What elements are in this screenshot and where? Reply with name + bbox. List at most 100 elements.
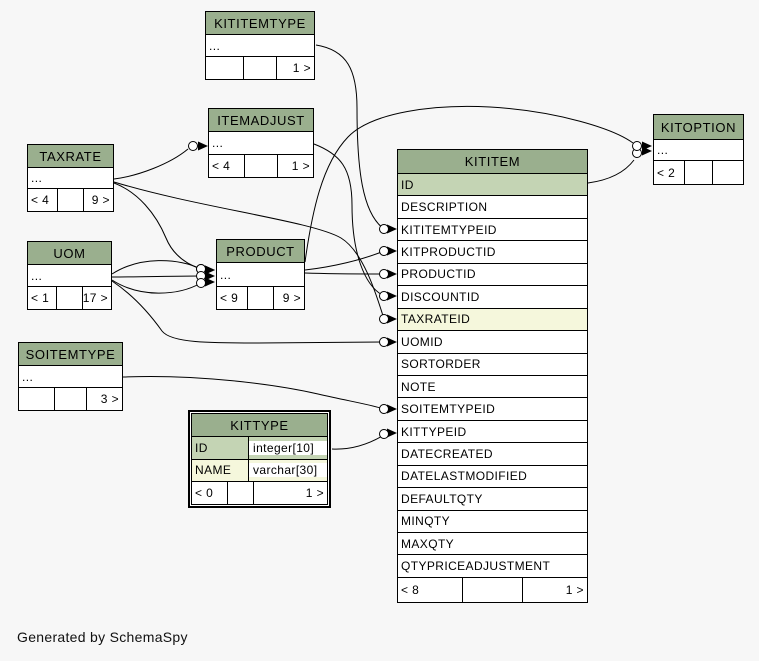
column-name: DESCRIPTION (401, 200, 488, 215)
table-UOM[interactable]: UOM... < 1 17 > (27, 241, 112, 310)
column-name: DATECREATED (401, 446, 493, 461)
edge-KITITEMTYPE->KITITEM.KITITEMTYPEID (315, 44, 397, 234)
column-row-SOITEMTYPE-: ... (19, 365, 122, 387)
cardinality-circle-icon (379, 246, 389, 256)
footer-cell-left: < 4 (212, 159, 231, 173)
footer-cell-right: 17 > (82, 291, 108, 305)
cardinality-circle-icon (188, 141, 198, 151)
arrowhead-icon (205, 277, 215, 287)
footer-cell-right: 9 > (91, 193, 110, 207)
table-header-TAXRATE[interactable]: TAXRATE (28, 145, 113, 167)
arrowhead-icon (387, 404, 397, 414)
table-KITITEMTYPE[interactable]: KITITEMTYPE... 1 > (205, 11, 315, 80)
table-SOITEMTYPE[interactable]: SOITEMTYPE...3 > (18, 342, 123, 411)
column-name: ... (31, 171, 43, 185)
column-row-KITITEM-KITITEMTYPEID: KITITEMTYPEID (398, 217, 587, 241)
column-row-KITITEMTYPE-: ... (206, 34, 314, 56)
edge-PRODUCT->KITOPTION (304, 105, 652, 263)
cardinality-circle-icon (379, 337, 389, 347)
column-name: ... (22, 369, 34, 384)
column-name: ID (401, 177, 414, 192)
table-header-KITITEM[interactable]: KITITEM (398, 150, 587, 173)
edge-PRODUCT->KITITEM.KITPRODUCTID (304, 246, 397, 271)
column-row-KITITEM-SORTORDER: SORTORDER (398, 352, 587, 375)
cardinality-circle-icon (379, 404, 389, 414)
column-row-UOM-: ... (28, 264, 111, 286)
edge-UOM->KITITEM.UOMID (111, 280, 397, 347)
column-row-ITEMADJUST-: ... (209, 131, 313, 154)
footer-cell-right: 1 > (565, 582, 584, 597)
table-header-SOITEMTYPE[interactable]: SOITEMTYPE (19, 343, 122, 365)
table-KITOPTION[interactable]: KITOPTION...< 2 (653, 114, 744, 185)
edge-UOM->PRODUCT (111, 260, 215, 275)
footer-cell-left: < 0 (195, 486, 214, 500)
column-name: DEFAULTQTY (401, 491, 483, 506)
column-row-KITITEM-UOMID: UOMID (398, 330, 587, 353)
footer-cell-mid (54, 388, 87, 410)
column-name: NOTE (401, 379, 436, 394)
arrowhead-icon (387, 269, 397, 279)
cardinality-circle-icon (379, 314, 389, 324)
footer-cell-mid (56, 189, 85, 211)
cardinality-circle-icon (379, 224, 389, 234)
footer-cell-left: < 8 (401, 582, 420, 597)
edge-KITTYPE->KITITEM.KITTYPEID (331, 428, 397, 450)
arrowhead-icon (205, 271, 215, 281)
column-name: ... (220, 267, 232, 282)
edge-PRODUCT->KITITEM.PRODUCTID (304, 269, 397, 279)
column-row-KITITEM-DISCOUNTID: DISCOUNTID (398, 285, 587, 308)
column-row-KITITEM-DATELASTMODIFIED: DATELASTMODIFIED (398, 464, 587, 488)
footer-cell-mid (244, 155, 278, 177)
column-row-PRODUCT-: ... (217, 262, 304, 286)
table-header-UOM[interactable]: UOM (28, 242, 111, 264)
column-row-KITITEM-DESCRIPTION: DESCRIPTION (398, 195, 587, 218)
arrowhead-icon (387, 224, 397, 234)
degree-footer-KITITEM: < 8 1 > (398, 576, 587, 602)
footer-cell-left (19, 388, 54, 410)
footer-cell-right: 9 > (282, 291, 301, 305)
column-name: UOMID (401, 334, 443, 349)
column-name: PRODUCTID (401, 267, 476, 282)
column-row-KITITEM-MINQTY: MINQTY (398, 509, 587, 532)
column-row-KITITEM-TAXRATEID: TAXRATEID (398, 307, 587, 331)
table-header-KITITEMTYPE[interactable]: KITITEMTYPE (206, 12, 314, 34)
column-name: QTYPRICEADJUSTMENT (401, 559, 551, 574)
column-row-KITITEM-DATECREATED: DATECREATED (398, 442, 587, 465)
column-row-TAXRATE-: ... (28, 167, 113, 188)
column-name: ... (209, 38, 221, 53)
edge-SOITEMTYPE->KITITEM.SOITEMTYPEID (122, 375, 397, 414)
arrowhead-icon (198, 141, 208, 151)
table-header-PRODUCT[interactable]: PRODUCT (217, 240, 304, 262)
column-name: ... (212, 136, 224, 150)
table-header-KITTYPE[interactable]: KITTYPE (192, 414, 327, 436)
generator-credit: Generated by SchemaSpy (17, 629, 188, 645)
footer-cell-left: < 1 (31, 291, 50, 305)
column-name: SOITEMTYPEID (401, 402, 496, 417)
table-header-ITEMADJUST[interactable]: ITEMADJUST (209, 109, 313, 131)
footer-cell-mid (684, 161, 713, 184)
column-name: SORTORDER (401, 357, 481, 372)
column-name: DATELASTMODIFIED (401, 469, 528, 484)
table-KITITEM[interactable]: KITITEM ID DESCRIPTION KITITEMTYPEID KITPROD… (397, 149, 588, 603)
footer-cell-right: 1 > (292, 61, 311, 75)
column-name: ... (657, 143, 669, 157)
column-row-KITITEM-SOITEMTYPEID: SOITEMTYPEID (398, 397, 587, 420)
column-row-KITITEM-KITTYPEID: KITTYPEID (398, 419, 587, 443)
column-type: integer[10] (249, 440, 327, 455)
column-name: KITPRODUCTID (401, 245, 496, 260)
degree-footer-UOM: < 1 17 > (28, 286, 111, 309)
column-name: NAME (192, 459, 249, 481)
column-name: KITTYPEID (401, 424, 467, 439)
edge-UOM->PRODUCT (111, 277, 215, 294)
arrowhead-icon (387, 314, 397, 324)
footer-cell-mid (56, 287, 83, 309)
table-header-KITOPTION[interactable]: KITOPTION (654, 115, 743, 139)
